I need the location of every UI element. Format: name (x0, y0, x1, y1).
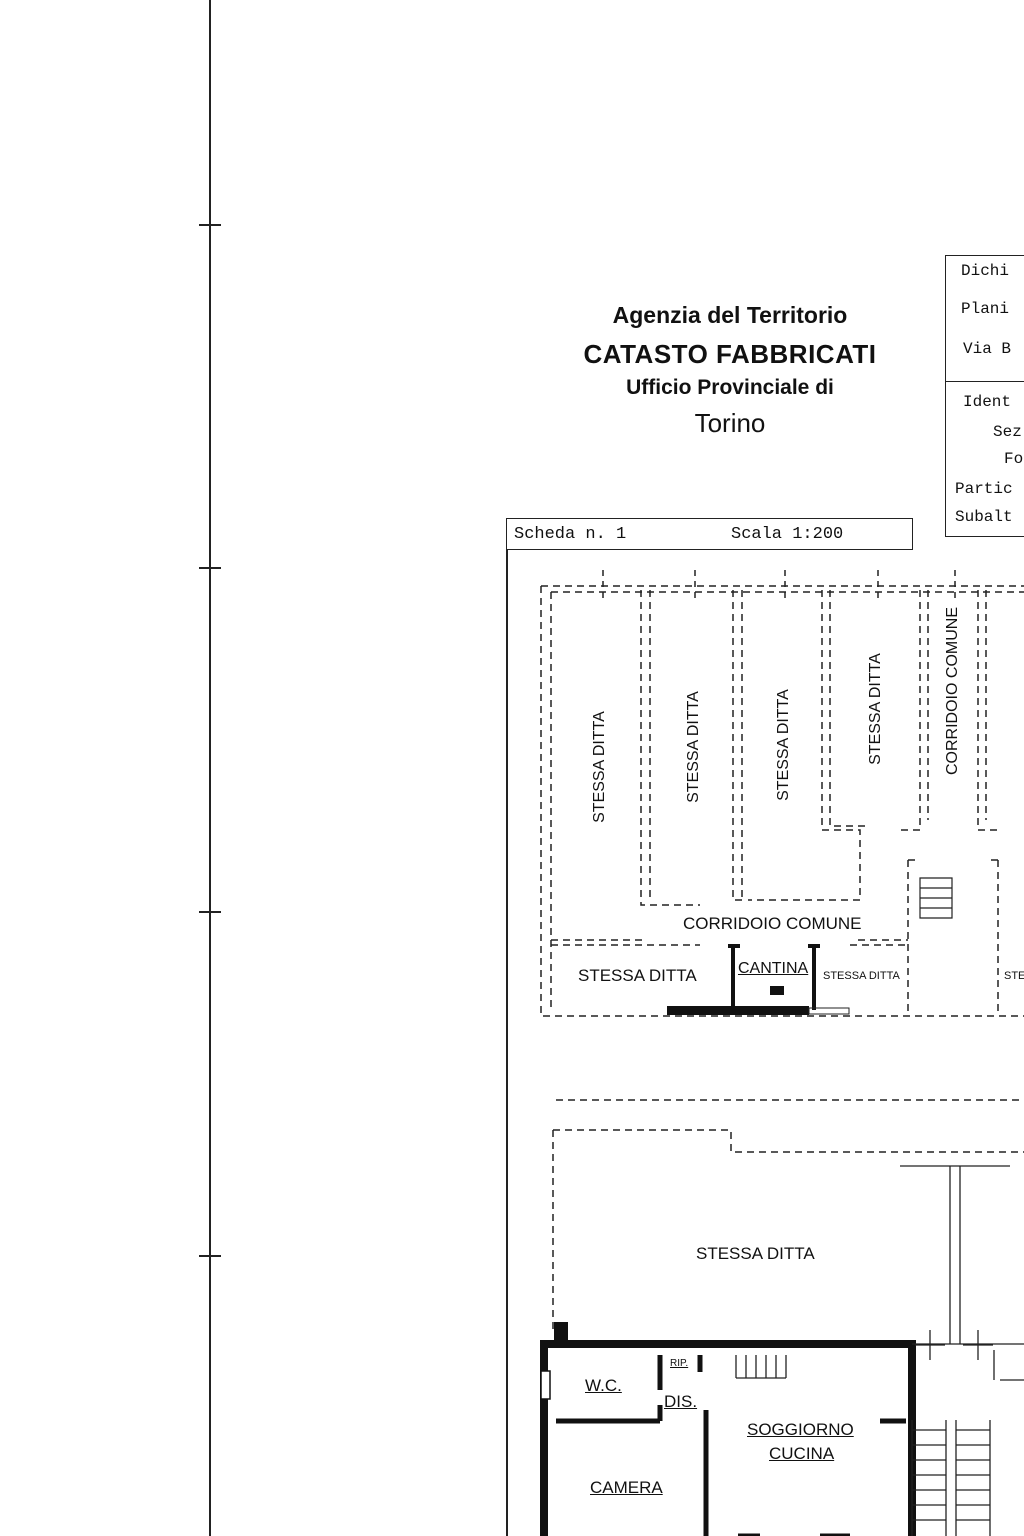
label-stessa-ditta-bottom-left: STESSA DITTA (578, 966, 697, 985)
label-ste-partial: STE (1004, 970, 1024, 982)
label-stessa-ditta-upper: STESSA DITTA (696, 1244, 815, 1263)
margin-tick (199, 224, 221, 226)
scheda-scale: Scala 1:200 (731, 525, 844, 544)
label-stessa-ditta-2: STESSA DITTA (685, 691, 702, 803)
scheda-box: Scheda n. 1 Scala 1:200 (506, 518, 913, 550)
label-wc: W.C. (585, 1376, 622, 1395)
scheda-number: Scheda n. 1 (514, 525, 627, 544)
label-cantina: CANTINA (738, 960, 809, 977)
label-stessa-ditta-small: STESSA DITTA (823, 970, 900, 982)
info-via: Via B (963, 340, 1012, 358)
plan-frame-left (506, 549, 508, 1536)
label-corridoio-vertical: CORRIDOIO COMUNE (944, 607, 961, 775)
ufficio-label: Ufficio Provinciale di (626, 376, 834, 399)
label-rip: RIP. (670, 1358, 689, 1369)
info-separator (946, 381, 1024, 382)
city-name: Torino (694, 408, 766, 438)
info-planimetria: Plani (961, 300, 1010, 318)
margin-tick (199, 567, 221, 569)
info-foglio: Fo (1004, 450, 1024, 468)
info-dichiarazione: Dichi (961, 262, 1010, 280)
label-corridoio-horizontal: CORRIDOIO COMUNE (683, 914, 862, 933)
label-soggiorno: SOGGIORNO (747, 1420, 854, 1439)
margin-tick (199, 911, 221, 913)
agency-name: Agenzia del Territorio (612, 302, 848, 328)
label-cucina: CUCINA (769, 1444, 835, 1463)
label-dis: DIS. (664, 1392, 698, 1411)
label-stessa-ditta-3: STESSA DITTA (775, 689, 792, 801)
identification-box: Dichi Plani Via B Ident Sez Fo Partic Su… (945, 255, 1024, 537)
document-header: Agenzia del Territorio CATASTO FABBRICAT… (560, 298, 900, 439)
info-sezione: Sez (993, 423, 1022, 441)
label-camera: CAMERA (590, 1478, 663, 1497)
margin-tick (199, 1255, 221, 1257)
label-stessa-ditta-1: STESSA DITTA (591, 711, 608, 823)
info-particella: Partic (955, 480, 1013, 498)
margin-line (209, 0, 211, 1536)
info-identificativi: Ident (963, 393, 1012, 411)
label-stessa-ditta-4: STESSA DITTA (867, 653, 884, 765)
catasto-title: CATASTO FABBRICATI (583, 339, 877, 369)
info-subalterno: Subalt (955, 508, 1013, 526)
